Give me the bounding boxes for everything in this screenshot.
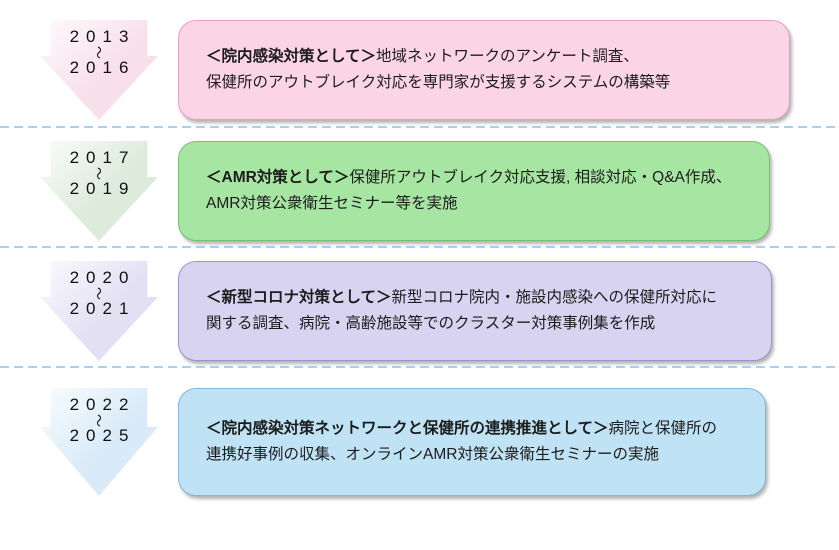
separator-dashed-line (0, 366, 839, 368)
description-line-1: ＜院内感染対策として＞地域ネットワークのアンケート調査、 (206, 48, 639, 65)
description-line-1: ＜新型コロナ対策として＞新型コロナ院内・施設内感染への保健所対応に (206, 289, 718, 306)
down-arrow: 2017 〜 2019 (40, 141, 158, 241)
description-box: ＜新型コロナ対策として＞新型コロナ院内・施設内感染への保健所対応に 関する調査、… (178, 261, 772, 361)
down-arrow: 2013 〜 2016 (40, 20, 158, 120)
timeline-row: 2017 〜 2019 ＜AMR対策として＞保健所アウトブレイク対応支援, 相談… (0, 141, 839, 241)
description-heading: ＜院内感染対策として＞ (206, 48, 377, 65)
description-line-2: 保健所のアウトブレイク対応を専門家が支援するシステムの構築等 (206, 74, 671, 91)
period-wave-dash: 〜 (91, 45, 107, 60)
down-arrow: 2020 〜 2021 (40, 261, 158, 361)
period-end: 2025 (69, 426, 136, 445)
description-line-2: AMR対策公衆衛生セミナー等を実施 (206, 195, 458, 212)
description-box: ＜院内感染対策として＞地域ネットワークのアンケート調査、 保健所のアウトブレイク… (178, 20, 790, 120)
separator-dashed-line (0, 126, 839, 128)
timeline-row: 2022 〜 2025 ＜院内感染対策ネットワークと保健所の連携推進として＞病院… (0, 388, 839, 496)
timeline-row: 2013 〜 2016 ＜院内感染対策として＞地域ネットワークのアンケート調査、… (0, 20, 839, 120)
separator-dashed-line (0, 246, 839, 248)
period-wave-dash: 〜 (91, 166, 107, 181)
period-start: 2013 (69, 27, 136, 46)
period-end: 2016 (69, 58, 136, 77)
timeline-row: 2020 〜 2021 ＜新型コロナ対策として＞新型コロナ院内・施設内感染への保… (0, 261, 839, 361)
down-arrow: 2022 〜 2025 (40, 388, 158, 496)
description-line-2: 関する調査、病院・高齢施設等でのクラスター対策事例集を作成 (206, 315, 656, 332)
period-start: 2022 (69, 395, 136, 414)
period-end: 2019 (69, 179, 136, 198)
period-start: 2017 (69, 148, 136, 167)
description-box: ＜院内感染対策ネットワークと保健所の連携推進として＞病院と保健所の 連携好事例の… (178, 388, 766, 496)
description-box: ＜AMR対策として＞保健所アウトブレイク対応支援, 相談対応・Q&A作成、 AM… (178, 141, 770, 241)
description-heading: ＜AMR対策として＞ (206, 169, 350, 186)
description-line-1: ＜院内感染対策ネットワークと保健所の連携推進として＞病院と保健所の (206, 420, 718, 437)
description-line-1: ＜AMR対策として＞保健所アウトブレイク対応支援, 相談対応・Q&A作成、 (206, 169, 732, 186)
description-heading: ＜新型コロナ対策として＞ (206, 289, 392, 306)
description-line-2: 連携好事例の収集、オンラインAMR対策公衆衛生セミナーの実施 (206, 446, 659, 463)
period-start: 2020 (69, 268, 136, 287)
period-end: 2021 (69, 299, 136, 318)
period-wave-dash: 〜 (91, 286, 107, 301)
period-wave-dash: 〜 (91, 413, 107, 428)
description-heading: ＜院内感染対策ネットワークと保健所の連携推進として＞ (206, 420, 609, 437)
